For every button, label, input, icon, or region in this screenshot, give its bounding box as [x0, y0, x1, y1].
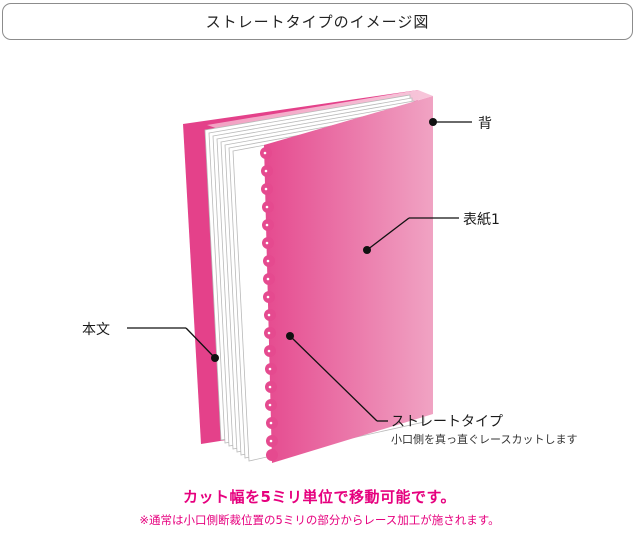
leader-cover [363, 217, 459, 254]
footer-main: カット幅を5ミリ単位で移動可能です。 [183, 488, 456, 506]
label-straight-type: ストレートタイプ [391, 414, 503, 430]
label-cover: 表紙1 [463, 212, 500, 228]
leader-spine [429, 118, 472, 126]
diagram-title: ストレートタイプのイメージ図 [2, 3, 633, 40]
footer-note: ※通常は小口側断裁位置の5ミリの部分からレース加工が施されます。 [139, 513, 500, 527]
label-spine: 背 [478, 116, 492, 132]
leader-straight-type [286, 332, 388, 422]
label-body-text: 本文 [82, 322, 110, 338]
front-cover [264, 96, 433, 463]
lace-holes [263, 151, 273, 443]
label-straight-type-desc: 小口側を真っ直ぐレースカットします [391, 433, 578, 446]
leader-body-text [127, 327, 219, 362]
